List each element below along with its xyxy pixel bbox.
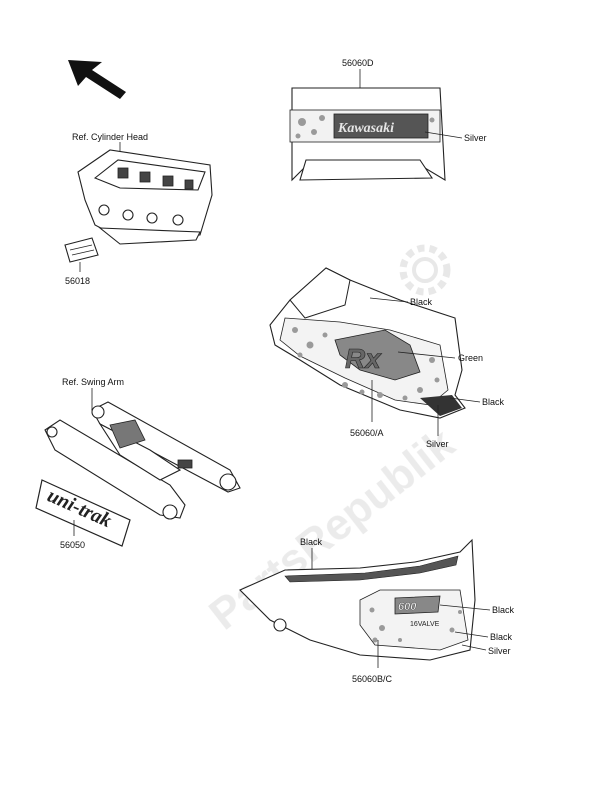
upper-cowl-part-number: 56060D <box>342 58 374 68</box>
cylinder-head-group: Ref. Cylinder Head 56018 <box>64 132 213 286</box>
swing-arm-group: Ref. Swing Arm uni-trak 56050 <box>35 377 241 550</box>
side-cover-part-number: 56060B/C <box>352 674 393 684</box>
upper-cowl-group: 56060D Kawasaki Silver <box>289 58 487 182</box>
cylinder-head-ref-label: Ref. Cylinder Head <box>72 132 148 142</box>
swing-arm-ref-label: Ref. Swing Arm <box>62 377 124 387</box>
upper-cowl-part: Kawasaki <box>289 87 446 182</box>
kawasaki-decal <box>333 113 429 139</box>
fairing-part: Rx <box>269 267 466 419</box>
side-cover-color-label-3: Black <box>490 632 513 642</box>
kawasaki-brand-text: Kawasaki <box>337 121 394 136</box>
fairing-group: Rx Black Green Black Silver 56060/A <box>269 267 505 449</box>
cylinder-head-part-number: 56018 <box>65 276 90 286</box>
fairing-color-label-4: Silver <box>426 439 449 449</box>
direction-arrow-icon <box>68 60 126 99</box>
fairing-color-label-2: Green <box>458 353 483 363</box>
gear-icon <box>399 244 451 296</box>
side-cover-color-label-1: Black <box>300 537 323 547</box>
cylinder-head-part <box>77 149 213 245</box>
upper-cowl-color-label: Silver <box>464 133 487 143</box>
fairing-part-number: 56060/A <box>350 428 384 438</box>
uni-trak-decal: uni-trak <box>35 479 131 547</box>
swing-arm-part-number: 56050 <box>60 540 85 550</box>
svg-text:600: 600 <box>398 601 417 613</box>
side-cover-group: Black 600 16VALVE Black Black Silver 560… <box>239 537 515 684</box>
cylinder-head-label-decal <box>64 237 99 263</box>
side-cover-color-label-4: Silver <box>488 646 511 656</box>
side-cover-color-label-2: Black <box>492 605 515 615</box>
fairing-color-label-1: Black <box>410 297 433 307</box>
swing-arm-part <box>44 401 241 520</box>
svg-text:16VALVE: 16VALVE <box>410 621 440 628</box>
fairing-color-label-3: Black <box>482 397 505 407</box>
svg-text:Rx: Rx <box>345 343 382 374</box>
